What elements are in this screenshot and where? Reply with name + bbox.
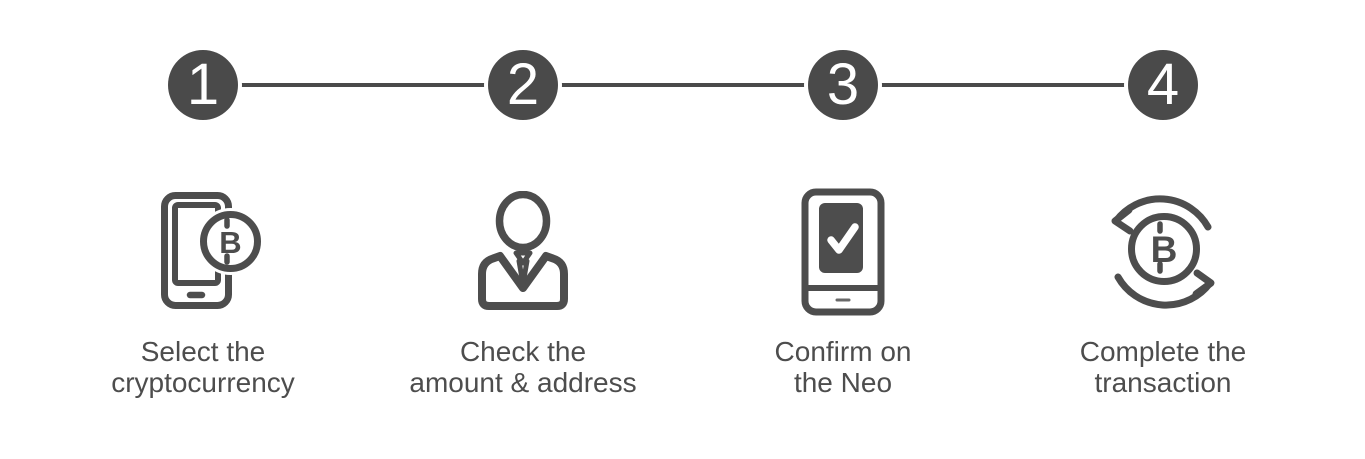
person-torso	[478, 252, 568, 310]
step-3: 3 Confirm on the Neo	[683, 0, 1003, 398]
device-screen	[819, 203, 863, 273]
step-1-icon-wrap: B	[161, 187, 263, 317]
step-4: 4 B Complete the transaction	[1003, 0, 1323, 398]
step-3-icon-wrap	[801, 187, 885, 317]
tie-tail	[516, 258, 530, 287]
steps-row: 1 B Select the cryptocurrency	[43, 0, 1323, 398]
step-3-number: 3	[826, 52, 860, 117]
step-3-circle: 3	[808, 50, 878, 120]
step-4-icon-wrap: B	[1110, 187, 1216, 317]
step-4-label: Complete the transaction	[1079, 336, 1247, 398]
step-2-label: Check the amount & address	[409, 336, 637, 398]
step-1-circle: 1	[168, 50, 238, 120]
connector-line	[203, 83, 1163, 87]
device-checkmark-icon	[801, 188, 885, 316]
step-2: 2 Check the amount & address	[363, 0, 683, 398]
bitcoin-b-glyph: B	[1151, 229, 1178, 270]
smartphone-bitcoin-icon: B	[161, 192, 263, 309]
bitcoin-refresh-icon: B	[1111, 195, 1215, 309]
step-2-icon-wrap	[463, 187, 583, 317]
bitcoin-circle	[200, 211, 261, 272]
step-2-number: 2	[506, 52, 540, 117]
refresh-left-arrowhead	[1111, 206, 1134, 235]
step-3-label: Confirm on the Neo	[774, 336, 912, 398]
person-head	[495, 191, 551, 252]
checkmark-icon	[827, 223, 859, 254]
step-2-circle: 2	[488, 50, 558, 120]
tie-knot	[513, 250, 533, 266]
step-4-number: 4	[1146, 52, 1180, 117]
refresh-right-arrowhead	[1192, 269, 1215, 298]
step-1: 1 B Select the cryptocurrency	[43, 0, 363, 398]
step-1-label: Select the cryptocurrency	[111, 336, 295, 398]
bitcoin-b-glyph: B	[219, 225, 241, 260]
step-4-circle: 4	[1128, 50, 1198, 120]
person-tie-icon	[478, 191, 568, 310]
bitcoin-circle	[1128, 213, 1200, 285]
step-1-number: 1	[186, 52, 220, 117]
device-body	[801, 188, 885, 316]
